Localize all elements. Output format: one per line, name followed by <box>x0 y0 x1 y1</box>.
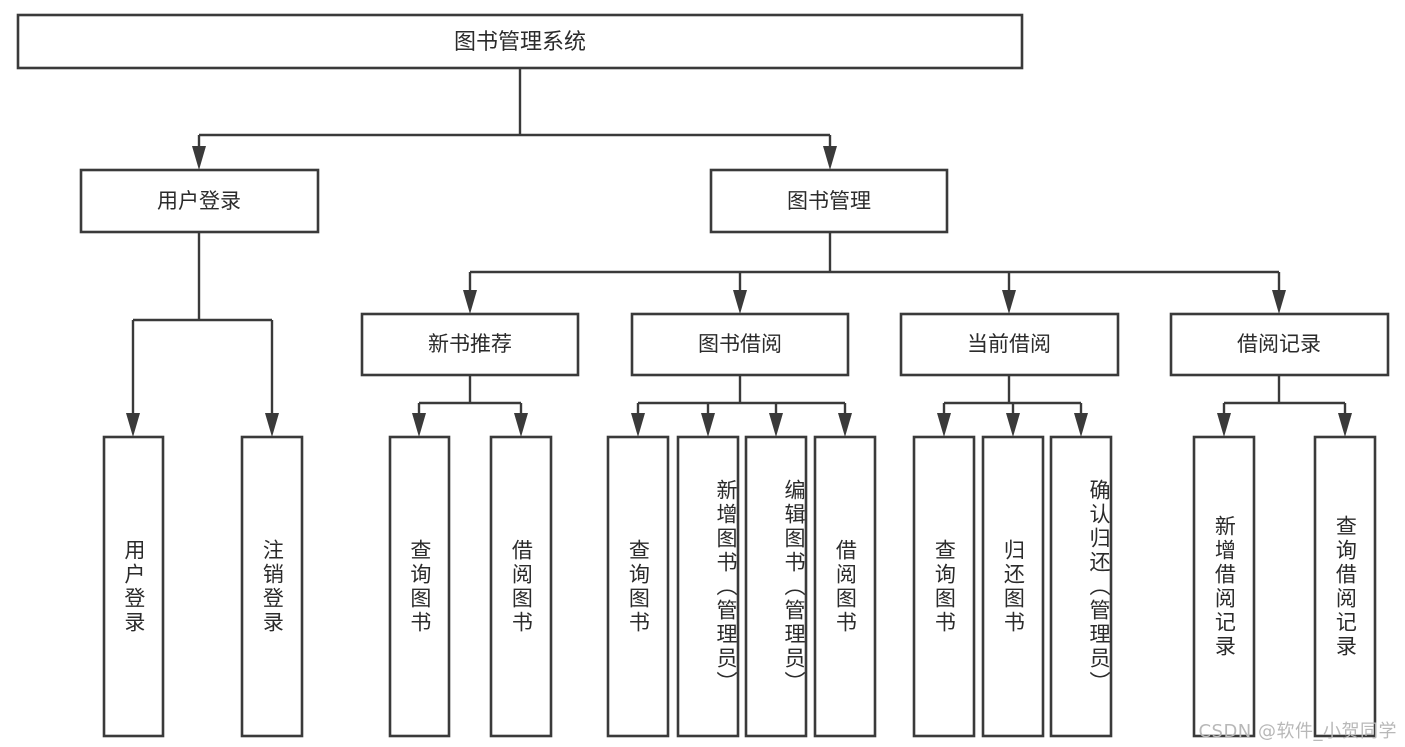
edge-userlogin-to-leaves <box>126 232 279 437</box>
leaf-return-book[interactable] <box>981 435 1045 738</box>
edge-bookmgmt-to-level2 <box>463 232 1286 314</box>
node-root[interactable] <box>16 13 1024 70</box>
leaf-edit-book-admin[interactable] <box>744 435 808 738</box>
leaf-query-book-borrow[interactable] <box>606 435 670 738</box>
leaf-confirm-return-admin[interactable] <box>1049 435 1113 738</box>
leaf-borrow-book-rec[interactable] <box>489 435 553 738</box>
leaf-borrow-book[interactable] <box>813 435 877 738</box>
leaf-query-book-current[interactable] <box>912 435 976 738</box>
node-user-login[interactable] <box>79 168 320 234</box>
leaf-user-login[interactable] <box>102 435 165 738</box>
edge-root-to-level1 <box>192 68 837 170</box>
leaf-add-book-admin[interactable] <box>676 435 740 738</box>
node-current-borrow-label: 当前借阅 <box>967 332 1051 356</box>
leaf-query-book-rec[interactable] <box>388 435 451 738</box>
leaf-add-borrow-record[interactable] <box>1192 435 1256 738</box>
edge-bookborrow-to-leaves <box>631 375 852 437</box>
node-borrow-record-label: 借阅记录 <box>1237 332 1321 356</box>
node-book-borrow[interactable] <box>630 312 850 377</box>
node-user-login-label: 用户登录 <box>157 189 241 213</box>
node-current-borrow[interactable] <box>899 312 1120 377</box>
node-new-book-recommend-label: 新书推荐 <box>428 332 512 356</box>
node-book-management[interactable] <box>709 168 949 234</box>
node-new-book-recommend[interactable] <box>360 312 580 377</box>
node-book-borrow-label: 图书借阅 <box>698 332 782 356</box>
node-book-management-label: 图书管理 <box>787 189 871 213</box>
edge-newbook-to-leaves <box>412 375 528 437</box>
leaf-query-borrow-record[interactable] <box>1313 435 1377 738</box>
node-root-label: 图书管理系统 <box>454 30 586 55</box>
edge-borrowrecord-to-leaves <box>1217 375 1352 437</box>
csdn-watermark: CSDN @软件_小贺同学 <box>1198 721 1397 742</box>
leaf-logout-login[interactable] <box>240 435 304 738</box>
node-borrow-record[interactable] <box>1169 312 1390 377</box>
edge-currentborrow-to-leaves <box>937 375 1088 437</box>
